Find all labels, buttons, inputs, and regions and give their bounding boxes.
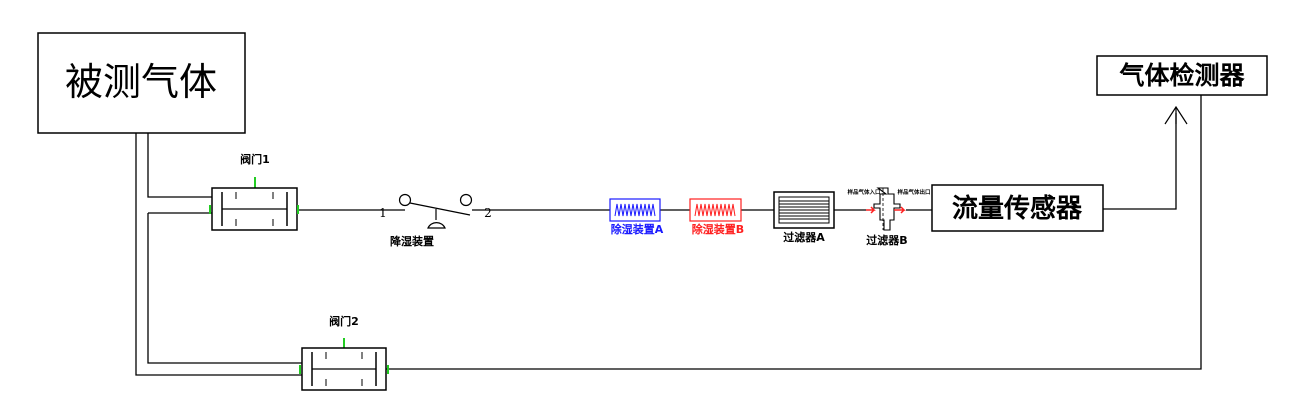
pipe-valve1-bypass-top	[147, 213, 302, 364]
pipe-source-to-valve1-top	[147, 133, 212, 198]
filter-a-mesh-icon	[779, 200, 829, 220]
valve1-label: 阀门1	[240, 152, 270, 166]
filter-b-label: 过滤器B	[866, 233, 907, 247]
dehumidifier-switch[interactable]: 1 2 降湿装置	[379, 193, 492, 249]
gas-detector-label: 气体检测器	[1118, 61, 1245, 90]
filter-b-outlet-label: 样品气体出口	[897, 188, 930, 196]
pipe-source-to-valve2	[135, 133, 302, 376]
filter-b-outlet-arrow-icon	[894, 206, 906, 214]
pipe-sensor-to-detector	[1103, 113, 1177, 210]
dehumidifier-switch-label: 降湿装置	[390, 234, 434, 248]
valve2-label: 阀门2	[329, 314, 359, 328]
filter-b[interactable]: 样品气体入口 样品气体出口 过滤器B	[847, 187, 931, 247]
switch-pin2-label: 2	[484, 206, 492, 220]
valve1[interactable]: 阀门1	[209, 152, 299, 231]
pipe-network	[135, 95, 1202, 376]
filter-b-inlet-label: 样品气体入口	[847, 188, 880, 196]
filter-b-inlet-arrow-icon	[866, 206, 876, 214]
dryer-b-label: 除湿装置B	[692, 222, 744, 236]
dryer-b[interactable]: 除湿装置B	[689, 198, 744, 236]
arrow-to-detector-icon	[1164, 105, 1188, 125]
dryer-a[interactable]: 除湿装置A	[609, 198, 664, 236]
dryer-a-label: 除湿装置A	[611, 222, 664, 236]
valve2[interactable]: 阀门2	[299, 314, 389, 391]
flow-sensor-label: 流量传感器	[952, 194, 1083, 224]
dryer-a-coil-icon	[614, 203, 656, 217]
gas-detector-box: 气体检测器	[1096, 55, 1268, 96]
filter-a[interactable]: 过滤器A	[773, 191, 835, 244]
switch-pin1-label: 1	[379, 206, 387, 220]
source-gas-label: 被测气体	[65, 60, 217, 104]
flow-sensor-box: 流量传感器	[931, 184, 1104, 232]
pipe-detector-return	[386, 95, 1202, 370]
source-gas-box: 被测气体	[37, 32, 246, 134]
filter-a-label: 过滤器A	[783, 230, 825, 244]
dryer-b-coil-icon	[694, 203, 736, 217]
